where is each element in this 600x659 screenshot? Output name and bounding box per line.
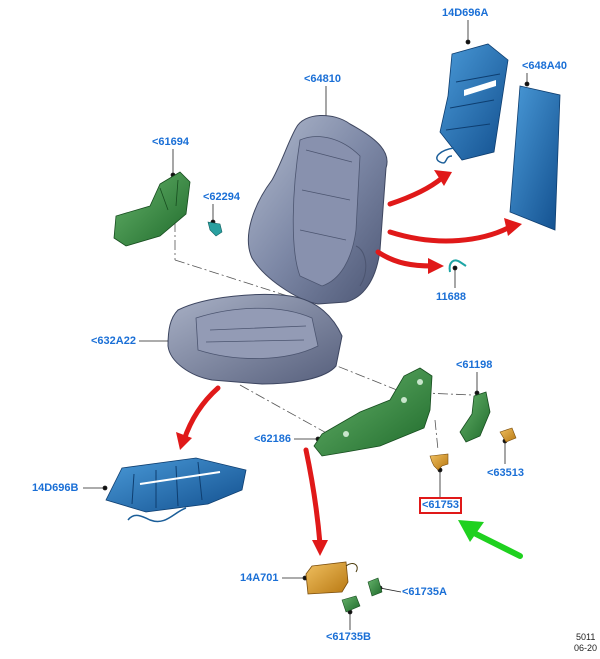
- part-63513[interactable]: [499, 427, 517, 443]
- callout-11688[interactable]: 11688: [436, 291, 466, 303]
- heater-mat-14D696B[interactable]: [105, 457, 247, 523]
- callout-632A22[interactable]: <632A22: [91, 335, 136, 347]
- callout-14A701[interactable]: 14A701: [240, 572, 279, 584]
- red-arrows: [181, 175, 511, 547]
- callout-61694[interactable]: <61694: [152, 136, 190, 148]
- callout-14D696A[interactable]: 14D696A: [442, 7, 489, 19]
- connector-61735A[interactable]: [367, 577, 383, 597]
- seat-back-64810[interactable]: [248, 114, 388, 305]
- pad-648A40[interactable]: [509, 85, 561, 231]
- callout-63513[interactable]: <63513: [487, 467, 525, 479]
- callout-64810[interactable]: <64810: [304, 73, 342, 85]
- bracket-61198[interactable]: [459, 391, 491, 443]
- callout-62186[interactable]: <62186: [254, 433, 292, 445]
- seat-cushion-632A22[interactable]: [167, 294, 343, 385]
- bracket-61694[interactable]: [113, 171, 191, 247]
- heater-mat-14D696A[interactable]: [436, 43, 509, 164]
- callout-61735B[interactable]: <61735B: [326, 631, 371, 643]
- callout-61753-highlighted[interactable]: <61753: [418, 497, 463, 514]
- red-arrowheads: [176, 170, 522, 556]
- part-61753[interactable]: [429, 453, 449, 471]
- callout-14D696B[interactable]: 14D696B: [32, 482, 79, 494]
- callout-61735A[interactable]: <61735A: [402, 586, 447, 598]
- drawing-stamp-line1: 5011: [576, 632, 596, 642]
- frame-side-62186[interactable]: [313, 367, 433, 457]
- wire-clip-11688[interactable]: [448, 259, 467, 273]
- callout-62294[interactable]: <62294: [203, 191, 241, 203]
- callout-61198[interactable]: <61198: [456, 359, 493, 371]
- green-pointer-arrow: [458, 520, 523, 559]
- clip-62294[interactable]: [207, 221, 223, 237]
- callout-648A40[interactable]: <648A40: [522, 60, 567, 72]
- module-14A701[interactable]: [305, 561, 358, 595]
- drawing-stamp-line2: 06-20: [574, 643, 598, 653]
- connector-61735B[interactable]: [341, 595, 361, 613]
